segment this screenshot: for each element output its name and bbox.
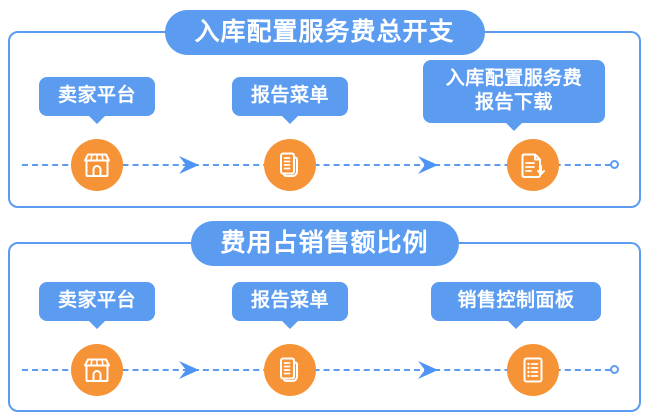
step-label-bubble[interactable]: 卖家平台 (39, 282, 155, 321)
step-label-bubble[interactable]: 销售控制面板 (431, 282, 601, 321)
document-report-icon (274, 149, 306, 181)
step-label-bubble[interactable]: 报告菜单 (232, 282, 348, 321)
flow-rail (22, 369, 611, 371)
storefront-icon (81, 149, 113, 181)
step-label-bubble[interactable]: 报告菜单 (232, 77, 348, 116)
arrow-chevron-icon (415, 153, 441, 177)
step-node-sales-dashboard[interactable] (507, 344, 559, 396)
dashboard-list-icon (517, 354, 549, 386)
storefront-icon (81, 354, 113, 386)
document-report-icon (274, 354, 306, 386)
flow-steps: 卖家平台 报告菜单 (10, 33, 639, 206)
step-node-report-download[interactable] (507, 139, 559, 191)
arrow-chevron-icon (176, 153, 202, 177)
step-node-storefront[interactable] (71, 344, 123, 396)
step-node-storefront[interactable] (71, 139, 123, 191)
panel-title: 入库配置服务费总开支 (164, 10, 485, 55)
arrow-chevron-icon (176, 358, 202, 382)
rail-end-circle-icon (610, 365, 619, 374)
step-node-report-menu[interactable] (264, 344, 316, 396)
panel-title: 费用占销售额比例 (190, 221, 459, 266)
flow-steps: 卖家平台 报告菜单 (10, 244, 639, 410)
step-label-bubble[interactable]: 卖家平台 (39, 77, 155, 116)
flow-panel-fee-percentage-of-sales: 费用占销售额比例 卖家平台 报告菜单 (8, 221, 641, 412)
flow-rail (22, 164, 611, 166)
arrow-chevron-icon (415, 358, 441, 382)
step-node-report-menu[interactable] (264, 139, 316, 191)
rail-end-circle-icon (610, 160, 619, 169)
document-download-icon (517, 149, 549, 181)
step-label-bubble[interactable]: 入库配置服务费 报告下载 (423, 60, 605, 123)
flow-panel-inbound-placement-total-spend: 入库配置服务费总开支 卖家平台 报告菜单 (8, 10, 641, 208)
